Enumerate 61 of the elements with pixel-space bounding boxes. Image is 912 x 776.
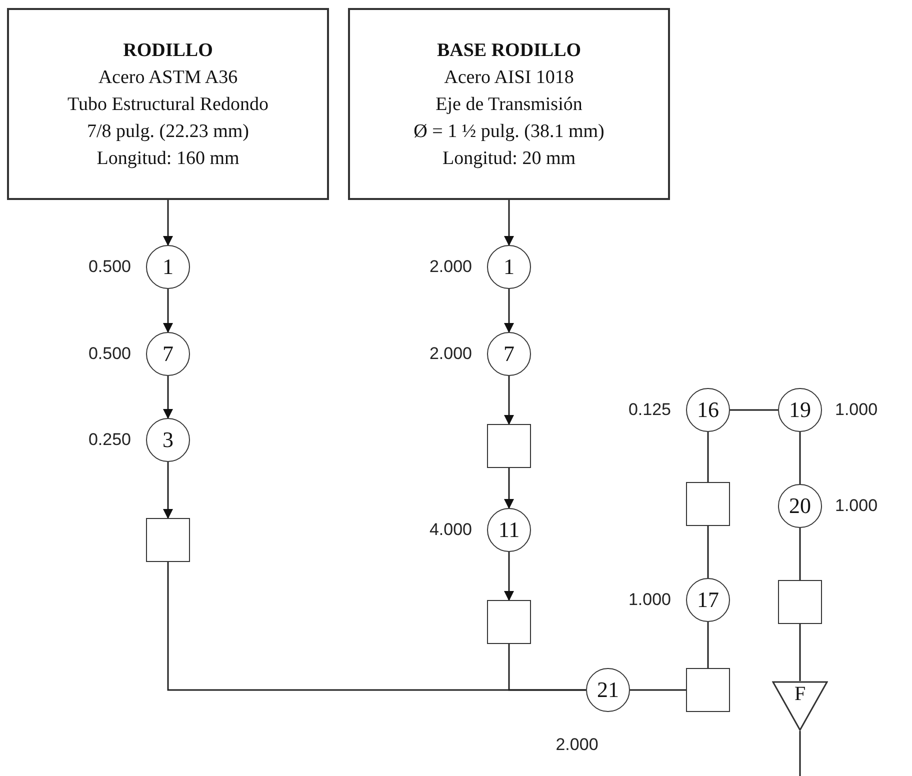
spec-line: Ø = 1 ½ pulg. (38.1 mm) — [414, 120, 604, 144]
spec-line: 7/8 pulg. (22.23 mm) — [86, 120, 250, 144]
quantity-label: 0.250 — [88, 430, 131, 450]
material-box — [7, 8, 329, 200]
step-number: 11 — [498, 517, 520, 543]
material-box — [348, 8, 670, 200]
step-number: 20 — [789, 493, 811, 519]
quantity-label: 0.125 — [628, 400, 671, 420]
quantity-label: 2.000 — [429, 257, 472, 277]
box-heading: RODILLO — [123, 38, 213, 62]
connector-line — [799, 624, 801, 681]
spec-line: Acero AISI 1018 — [444, 66, 574, 90]
arrow — [163, 376, 173, 419]
arrow — [504, 200, 514, 246]
arrow — [504, 552, 514, 601]
inspection-square — [487, 600, 531, 644]
quantity-label: 2.000 — [556, 735, 598, 755]
inspection-square — [778, 580, 822, 624]
arrow — [163, 289, 173, 333]
step-number: 16 — [697, 397, 719, 423]
inspection-square — [487, 424, 531, 468]
connector-line — [799, 528, 801, 580]
connector-line — [799, 731, 801, 776]
quantity-label: 1.000 — [835, 496, 878, 516]
spec-line: Longitud: 20 mm — [442, 146, 576, 170]
connector-line — [707, 432, 709, 482]
connector-line — [799, 432, 801, 484]
arrow — [163, 462, 173, 519]
step-number: 19 — [789, 397, 811, 423]
quantity-label: 0.500 — [88, 344, 131, 364]
inspection-square — [146, 518, 190, 562]
inspection-square — [686, 482, 730, 526]
connector-line — [630, 689, 686, 691]
step-number: 3 — [162, 427, 174, 453]
quantity-label: 2.000 — [429, 344, 472, 364]
connector-line — [730, 409, 778, 411]
step-number: 1 — [504, 254, 514, 280]
step-number: F — [794, 683, 806, 707]
connector-line — [707, 526, 709, 578]
storage-triangle — [772, 681, 828, 731]
spec-line: Longitud: 160 mm — [96, 146, 240, 170]
arrow — [504, 468, 514, 509]
quantity-label: 1.000 — [835, 400, 878, 420]
box-heading: BASE RODILLO — [436, 38, 582, 62]
step-number: 17 — [697, 587, 719, 613]
spec-line: Acero ASTM A36 — [98, 66, 238, 90]
quantity-label: 4.000 — [429, 520, 472, 540]
spec-line: Eje de Transmisión — [436, 92, 582, 116]
spec-line: Tubo Estructural Redondo — [68, 92, 268, 116]
inspection-square — [686, 668, 730, 712]
step-number: 1 — [162, 254, 174, 280]
step-number: 7 — [504, 341, 514, 367]
quantity-label: 0.500 — [88, 257, 131, 277]
connector-line — [707, 622, 709, 668]
arrow — [504, 289, 514, 333]
arrow — [504, 376, 514, 425]
connector-line — [508, 644, 586, 691]
quantity-label: 1.000 — [628, 590, 671, 610]
step-number: 7 — [162, 341, 174, 367]
arrow — [163, 200, 173, 246]
step-number: 21 — [597, 677, 619, 703]
